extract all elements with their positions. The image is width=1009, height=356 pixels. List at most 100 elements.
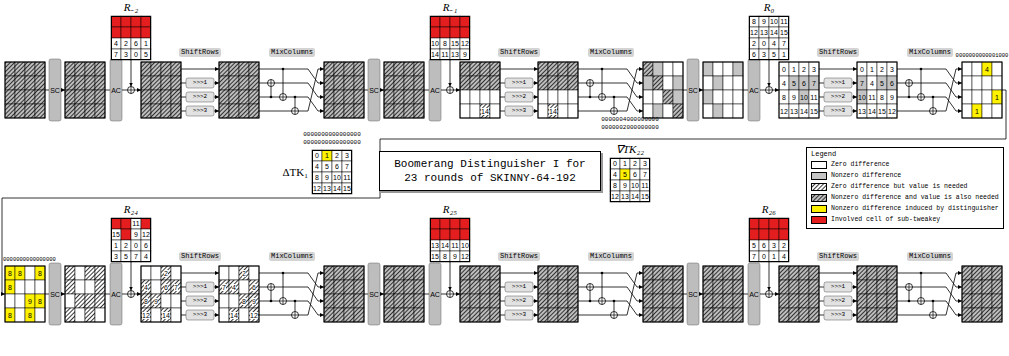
cell-number: 11	[132, 220, 139, 227]
cell-number: 1	[870, 66, 874, 73]
legend-hatch-swatch	[811, 194, 827, 202]
shiftrows-label: ShiftRows	[817, 252, 859, 261]
grid-heading: R₂₅	[443, 204, 457, 215]
cell-number: 15	[451, 40, 459, 47]
legend-text: Involved cell of sub-tweakey	[831, 217, 940, 224]
shiftrows-label: ShiftRows	[179, 252, 221, 261]
cell-number: 11	[451, 242, 458, 249]
cell-number: 8	[18, 270, 22, 277]
cell-number: 1	[325, 152, 329, 159]
cell-number: 4	[232, 284, 236, 291]
mixcolumns-label: MixColumns	[907, 48, 953, 57]
cell-number: 14	[631, 193, 639, 200]
rotation-label: >>>3	[193, 312, 207, 318]
tweakey-grid: R₀8910111213141520476351	[749, 16, 789, 60]
rotation-label: >>>3	[512, 312, 526, 318]
cell-number: 1	[975, 108, 979, 115]
cell-number: 8	[443, 40, 447, 47]
cell-number: 1	[114, 242, 118, 249]
rotation-label: >>>3	[831, 108, 845, 114]
cell-number: 6	[890, 80, 894, 87]
cell-number: 14	[162, 312, 170, 319]
cell-number: 5	[325, 163, 329, 170]
mixcolumns-label: MixColumns	[588, 252, 634, 261]
cell-number: 3	[124, 51, 128, 58]
cell-number: 7	[782, 40, 786, 47]
tweakey-grid: ΔTK₁0123456789101112131415	[312, 150, 352, 194]
sbox-label: SC	[50, 291, 60, 298]
cell-number: 10	[431, 40, 439, 47]
sbox-label: SC	[688, 87, 698, 94]
addconstant-label: AC	[430, 291, 440, 298]
cell-number: 13	[790, 108, 798, 115]
difference-bits: 0000000000001000	[956, 53, 1009, 59]
legend-text: Nonzero difference induced by distinguis…	[831, 206, 999, 213]
tweakey-grid: R₂₄111591212063574	[111, 218, 151, 262]
cell-number: 14	[230, 312, 238, 319]
legend-text: Zero difference	[831, 162, 890, 169]
cell-number: 8	[8, 284, 12, 291]
cell-number: 1	[782, 51, 786, 58]
cell-number: 12	[461, 40, 469, 47]
cell-number: 10	[858, 94, 866, 101]
cell-number: 3	[643, 160, 647, 167]
legend-swatch	[811, 161, 827, 169]
cell-number: 2	[752, 40, 756, 47]
legend-swatch	[811, 205, 827, 213]
cell-number: 6	[144, 242, 148, 249]
cell-number: 9	[134, 231, 138, 238]
cell-number: 13	[451, 51, 459, 58]
cell-number: 8	[144, 298, 148, 305]
cell-number: 15	[810, 108, 818, 115]
cell-number: 9	[890, 94, 894, 101]
shiftrows-label: ShiftRows	[498, 252, 540, 261]
cell-number: 13	[858, 108, 866, 115]
cell-number: 0	[315, 152, 319, 159]
cell-number: 14	[441, 242, 449, 249]
difference-bits: 0000004000000000	[601, 117, 659, 123]
sbox-label: SC	[369, 291, 379, 298]
legend-title: Legend	[811, 151, 999, 158]
rotation-label: >>>1	[512, 80, 526, 86]
cell-number: 0	[762, 253, 766, 260]
cell-number: 4	[782, 80, 786, 87]
cell-number: 9	[325, 174, 329, 181]
cell-number: 9	[252, 298, 256, 305]
cell-number: 15	[112, 231, 120, 238]
cell-number: 13	[431, 242, 439, 249]
distinguisher-text: Boomerang Distinguisher I for 23 rounds …	[389, 157, 590, 186]
cell-number: 11	[343, 174, 350, 181]
cell-number: 3	[114, 253, 118, 260]
cell-number: 2	[880, 66, 884, 73]
cell-number: 3	[345, 152, 349, 159]
cell-number: 9	[154, 298, 158, 305]
cell-number: 6	[802, 80, 806, 87]
cell-number: 9	[463, 51, 467, 58]
cell-number: 2	[782, 242, 786, 249]
cell-number: 10	[631, 182, 639, 189]
cell-number: 8	[8, 270, 12, 277]
addconstant-label: AC	[749, 291, 759, 298]
cell-number: 6	[752, 51, 756, 58]
cell-number: 11	[868, 94, 875, 101]
cell-number: 9	[453, 253, 457, 260]
cell-number: 6	[164, 284, 168, 291]
cell-number: 9	[28, 298, 32, 305]
cell-number: 4	[782, 253, 786, 260]
cell-number: 5	[880, 80, 884, 87]
cell-number: 10	[333, 174, 341, 181]
cell-number: 15	[641, 193, 649, 200]
rotation-label: >>>1	[193, 284, 207, 290]
cell-number: 11	[641, 182, 648, 189]
cell-number: 1	[144, 40, 148, 47]
cell-number: 3	[772, 242, 776, 249]
mixcolumns-label: MixColumns	[269, 252, 315, 261]
difference-bits: 0000002000000000	[601, 125, 659, 131]
cell-number: 6	[134, 40, 138, 47]
legend-row: Nonzero difference and value is also nee…	[811, 194, 999, 202]
cell-number: 4	[985, 66, 989, 73]
rotation-label: >>>3	[831, 312, 845, 318]
cell-number: 0	[762, 40, 766, 47]
grid-heading: R₋₁	[443, 2, 458, 13]
cell-number: 6	[252, 284, 256, 291]
